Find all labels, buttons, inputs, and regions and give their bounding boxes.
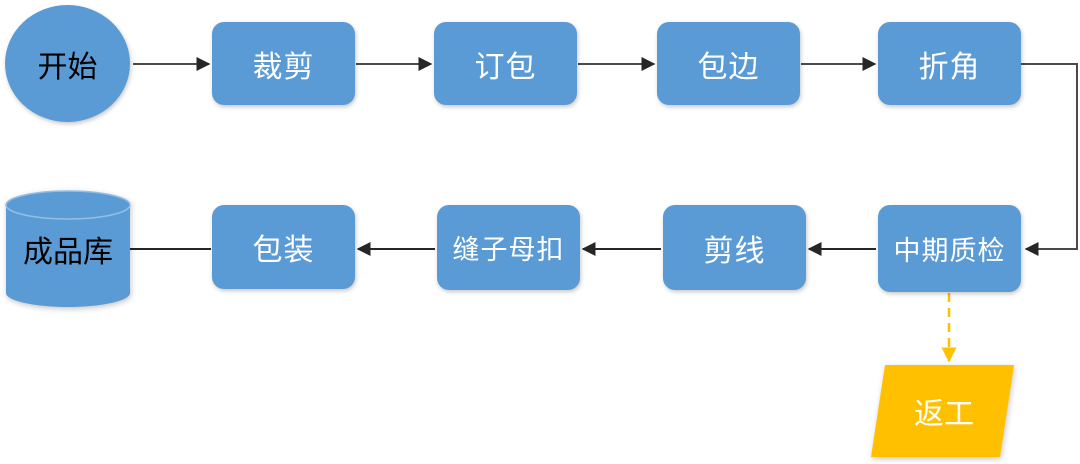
node-midterm-qc-label: 中期质检 — [893, 236, 1006, 267]
node-cut-label: 裁剪 — [252, 49, 315, 85]
node-start[interactable]: 开始 — [5, 5, 130, 122]
node-finished-goods-store-label: 成品库 — [23, 235, 113, 270]
cylinder-icon — [5, 190, 131, 307]
node-midterm-qc[interactable]: 中期质检 — [878, 205, 1021, 292]
node-staple[interactable]: 订包 — [434, 22, 577, 105]
edge-fold-to-qc — [1021, 63, 1078, 256]
node-trim-thread-label: 剪线 — [703, 233, 766, 269]
node-start-label: 开始 — [37, 49, 98, 85]
node-edging-label: 包边 — [697, 49, 760, 85]
node-staple-label: 订包 — [474, 49, 537, 85]
node-rework[interactable]: 返工 — [870, 364, 1014, 458]
node-trim-thread[interactable]: 剪线 — [663, 205, 806, 290]
node-sew-snap-button[interactable]: 缝子母扣 — [437, 205, 580, 290]
node-finished-goods-store[interactable]: 成品库 — [5, 190, 131, 308]
node-sew-snap-button-label: 缝子母扣 — [452, 235, 565, 266]
node-fold-label: 折角 — [918, 49, 981, 85]
node-packaging[interactable]: 包装 — [212, 205, 355, 289]
node-rework-label: 返工 — [914, 397, 974, 432]
parallelogram-icon — [871, 365, 1014, 457]
node-fold[interactable]: 折角 — [878, 22, 1021, 105]
node-packaging-label: 包装 — [252, 233, 315, 268]
node-edging[interactable]: 包边 — [657, 22, 800, 105]
node-cut[interactable]: 裁剪 — [212, 22, 355, 105]
